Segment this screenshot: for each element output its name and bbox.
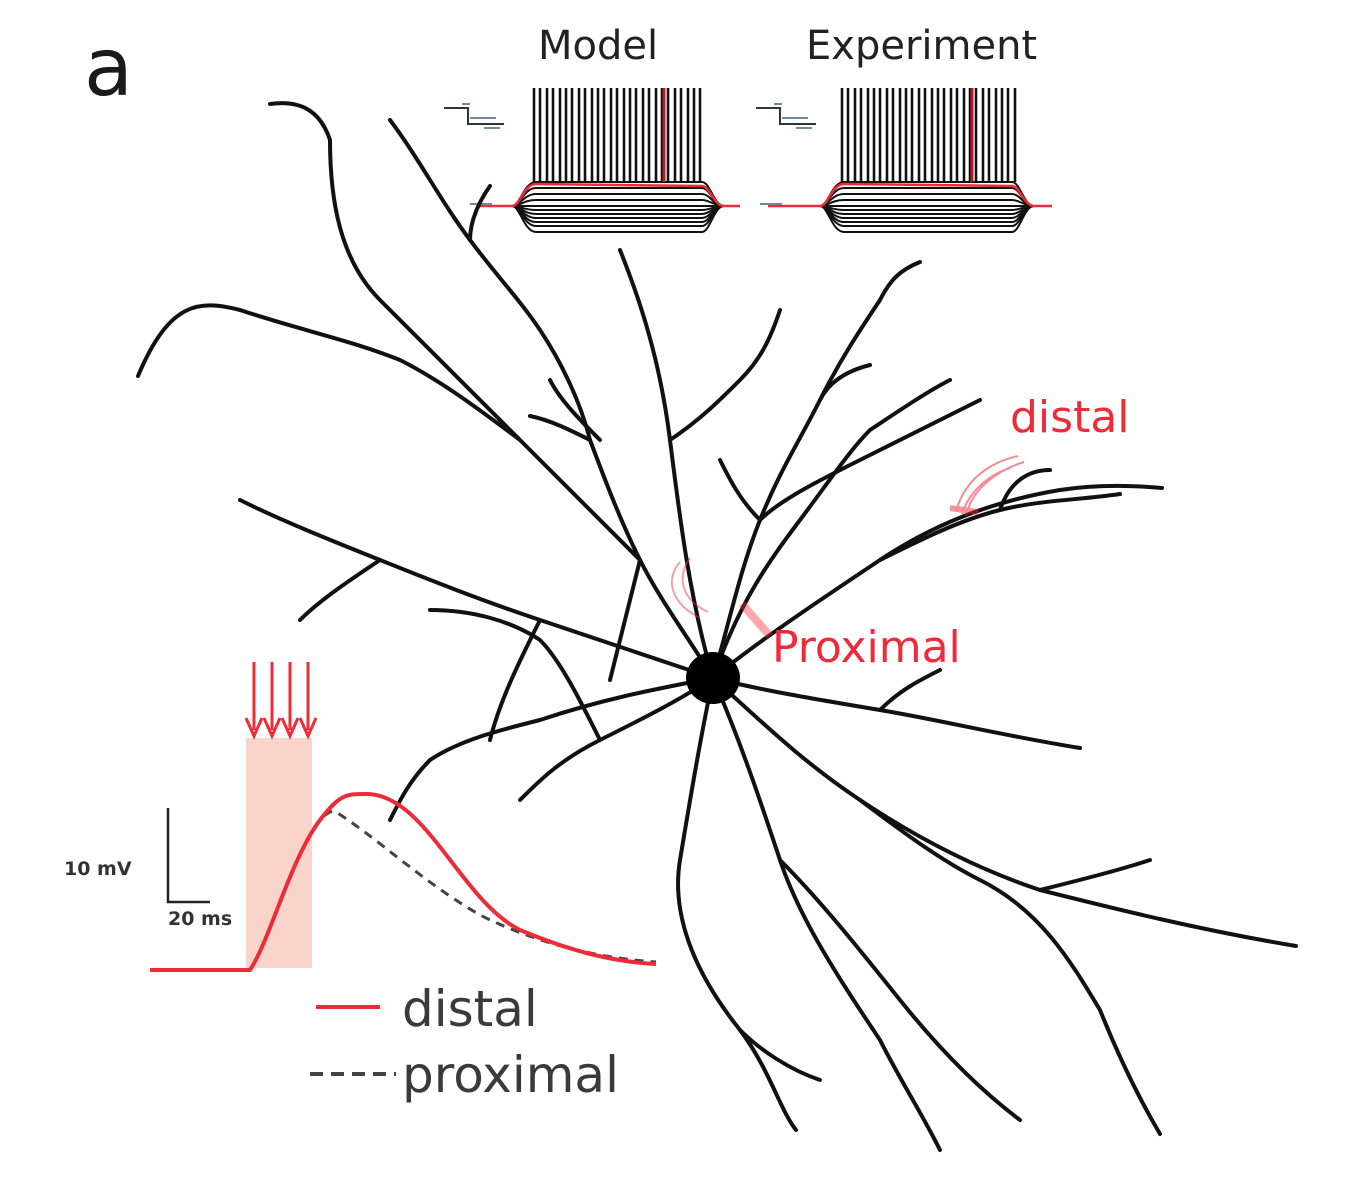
stimulus-arrow-head	[298, 717, 318, 740]
dendrite-branch	[711, 298, 882, 680]
dendrite-branch	[858, 798, 1162, 1136]
dendrite-branch	[718, 458, 762, 522]
stimulus-arrow-head	[280, 717, 300, 740]
dendrite-branch	[238, 498, 715, 680]
dendrite-branch	[428, 676, 715, 762]
dendrite-branch	[388, 118, 715, 680]
subthreshold-trace	[768, 205, 1052, 219]
distal-epsp-curve	[150, 791, 657, 972]
distal-synapse-marker	[949, 455, 1025, 517]
dendrite-branch	[1038, 858, 1152, 892]
subthreshold-trace	[768, 187, 1052, 207]
dendrite-branch	[818, 363, 872, 402]
model-title: Model	[538, 23, 659, 69]
dendrite-branch	[548, 378, 602, 442]
voltage-scale-label: 10 mV	[64, 858, 132, 880]
experiment-recording-trace	[756, 88, 1052, 233]
dendrite-branch	[998, 468, 1052, 512]
model-subthreshold-traces	[470, 181, 740, 233]
dendrite-branch	[711, 676, 942, 1152]
legend-distal-label: distal	[402, 980, 538, 1038]
red-trace	[768, 182, 1052, 208]
dendrite-branch	[711, 676, 1082, 750]
dendrite-branch	[136, 303, 522, 442]
epsp-inset	[150, 662, 657, 1076]
dendrite-branch	[878, 260, 922, 302]
proximal-epsp-curve	[150, 809, 657, 972]
legend-proximal-label: proximal	[402, 1046, 619, 1104]
dendrite-branch	[268, 101, 642, 562]
dendrite-branch	[468, 184, 492, 242]
soma	[686, 652, 740, 704]
experiment-spike-train	[840, 88, 1017, 182]
model-recording-trace	[444, 88, 740, 233]
dendrite-branch	[528, 414, 592, 442]
distal-label: distal	[1010, 392, 1130, 443]
dendrite-branch	[711, 484, 1164, 680]
model-spike-train	[532, 88, 702, 182]
experiment-subthreshold-traces	[760, 181, 1052, 233]
dendrite-branch	[778, 858, 1022, 1122]
neuron-dendrites	[136, 101, 1298, 1152]
dendrite-branch	[738, 1028, 822, 1082]
dendrite-branch	[388, 758, 432, 822]
dendrite-branch	[711, 378, 952, 680]
stimulus-arrow-head	[262, 717, 282, 740]
stimulus-arrows	[244, 662, 318, 740]
dendrite-branch	[428, 608, 602, 742]
dendrite-branch	[618, 248, 715, 680]
dendrite-branch	[878, 668, 942, 712]
model-protocol-icon	[444, 103, 504, 129]
experiment-protocol-icon	[756, 103, 816, 129]
dendrite-branch	[298, 558, 382, 622]
scale-bar	[166, 808, 210, 904]
dendrite-branch	[488, 618, 542, 742]
panel-label: a	[84, 21, 134, 114]
experiment-title: Experiment	[806, 23, 1038, 69]
dendrite-branch	[668, 308, 782, 442]
dendrite-branch	[758, 398, 982, 522]
dendrite-branch	[711, 676, 1298, 948]
dendrite-branch	[608, 558, 642, 682]
dendrite-branch	[676, 676, 798, 1132]
time-scale-label: 20 ms	[168, 908, 233, 930]
proximal-synapse-marker	[670, 557, 774, 639]
red-trace	[478, 182, 740, 208]
stimulus-arrow-head	[244, 717, 264, 740]
proximal-label: Proximal	[772, 622, 961, 673]
